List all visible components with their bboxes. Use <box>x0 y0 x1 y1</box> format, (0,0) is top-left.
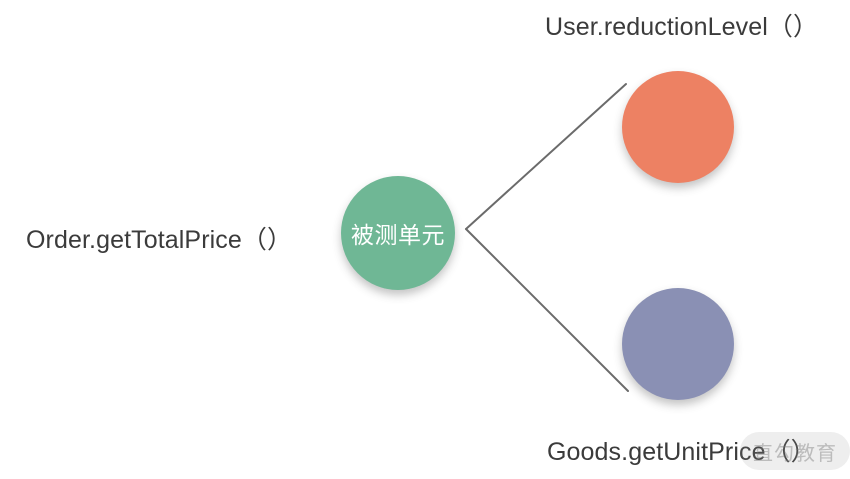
caption-unit-price: Goods.getUnitPrice（） <box>547 438 816 466</box>
edge-to-reduction-level <box>465 83 627 230</box>
caption-reduction-level: User.reductionLevel（） <box>545 13 819 41</box>
watermark-badge: 直勾教育 <box>740 432 850 470</box>
caption-total-price: Order.getTotalPrice（） <box>26 226 293 254</box>
edge-to-unit-price <box>465 228 629 392</box>
node-unit-price[interactable] <box>622 288 734 400</box>
watermark-text: 直勾教育 <box>753 440 837 465</box>
node-unit-under-test-label: 被测单元 <box>351 223 445 249</box>
node-unit-under-test[interactable]: 被测单元 <box>341 176 455 290</box>
node-reduction-level[interactable] <box>622 71 734 183</box>
